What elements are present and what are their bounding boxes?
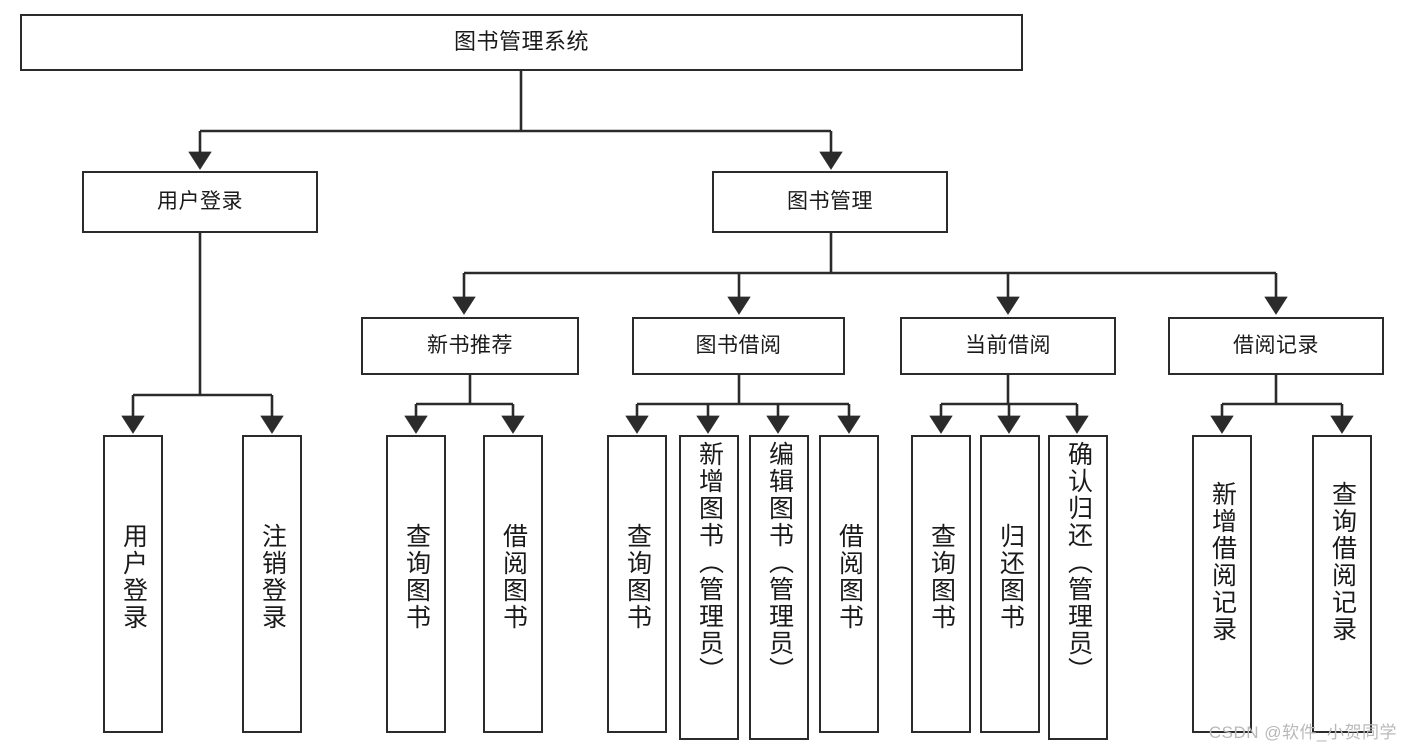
leaf-user-login-do-login[interactable]: 用户登录 [103,435,163,733]
watermark-text: CSDN @软件_小贺同学 [1208,723,1397,742]
node-user-login[interactable]: 用户登录 [82,171,318,233]
leaf-book-borrow-query-book[interactable]: 查询图书 [607,435,667,733]
node-label: 借阅图书 [499,523,528,631]
node-label: 查询借阅记录 [1328,481,1357,643]
node-label: 归还图书 [996,523,1025,631]
node-label: 新书推荐 [427,334,513,358]
node-label: 图书管理系统 [453,29,589,55]
node-book-management[interactable]: 图书管理 [712,171,948,233]
leaf-user-login-logout[interactable]: 注销登录 [242,435,302,733]
node-label: 借阅记录 [1233,334,1319,358]
node-new-book-recommend[interactable]: 新书推荐 [361,317,579,375]
node-label: 借阅图书 [835,523,864,631]
node-label: 确认归还（管理员） [1064,441,1093,684]
leaf-current-borrow-return-book[interactable]: 归还图书 [980,435,1040,733]
leaf-book-borrow-edit-book-admin[interactable]: 编辑图书（管理员） [749,435,809,740]
node-label: 新增借阅记录 [1208,481,1237,643]
node-label: 图书借阅 [695,334,782,358]
leaf-current-borrow-confirm-return-admin[interactable]: 确认归还（管理员） [1048,435,1108,740]
leaf-current-borrow-query-book[interactable]: 查询图书 [911,435,971,733]
node-borrow-record[interactable]: 借阅记录 [1168,317,1384,375]
node-book-borrow[interactable]: 图书借阅 [632,317,845,375]
leaf-book-borrow-borrow-book[interactable]: 借阅图书 [819,435,879,733]
node-label: 新增图书（管理员） [695,441,724,684]
leaf-borrow-record-add-record[interactable]: 新增借阅记录 [1192,435,1252,733]
node-label: 编辑图书（管理员） [765,441,794,684]
node-label: 图书管理 [787,190,873,214]
node-label: 查询图书 [927,523,956,631]
node-label: 用户登录 [119,523,148,631]
node-label: 注销登录 [258,523,287,631]
node-root-system[interactable]: 图书管理系统 [20,14,1023,71]
leaf-borrow-record-query-record[interactable]: 查询借阅记录 [1312,435,1372,733]
leaf-new-book-borrow-book[interactable]: 借阅图书 [483,435,543,733]
leaf-new-book-query-book[interactable]: 查询图书 [386,435,446,733]
leaf-book-borrow-add-book-admin[interactable]: 新增图书（管理员） [679,435,739,740]
node-label: 用户登录 [157,190,243,214]
node-current-borrow[interactable]: 当前借阅 [900,317,1116,375]
node-label: 查询图书 [623,523,652,631]
node-label: 当前借阅 [965,334,1051,358]
node-label: 查询图书 [402,523,431,631]
